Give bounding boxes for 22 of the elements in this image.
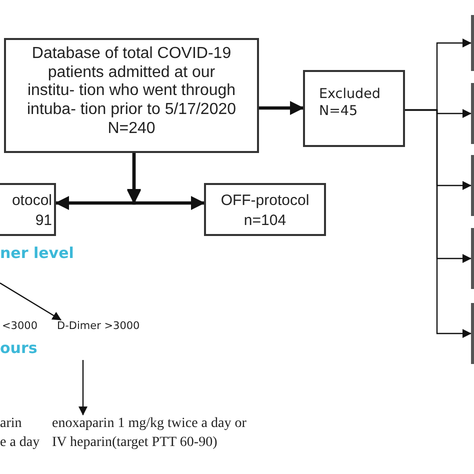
box-text: Database of total COVID-19 patients admitted at our institu- tion who went through intuba- tion prior to 5/17/2020 (26, 45, 238, 120)
section-heading: ours (0, 339, 38, 357)
box-text: N=240 (106, 120, 156, 139)
note-text: arin (0, 416, 22, 432)
box-text: Excluded N=45 (319, 86, 382, 120)
flow-text: D-Dimer >3000 (57, 320, 149, 332)
arrow (259, 101, 304, 115)
note-text: e a day (0, 435, 40, 451)
arrow (78, 360, 88, 416)
process-box (303, 70, 405, 147)
box-text: otocol (10, 191, 52, 210)
box-text: 91 (34, 210, 52, 230)
arrow (0, 282, 62, 321)
note-text: <3000 (2, 320, 38, 332)
flow-text: enoxaparin 1 mg/kg twice a day or IV heparin(target PTT 60-90) (52, 415, 262, 453)
process-box (204, 183, 326, 236)
section-heading: ner level (0, 244, 74, 262)
arrow (405, 109, 472, 338)
box-text: OFF-protocol n=104 (220, 191, 310, 230)
process-box (4, 38, 259, 153)
arrow (132, 153, 205, 210)
process-box (0, 183, 56, 236)
